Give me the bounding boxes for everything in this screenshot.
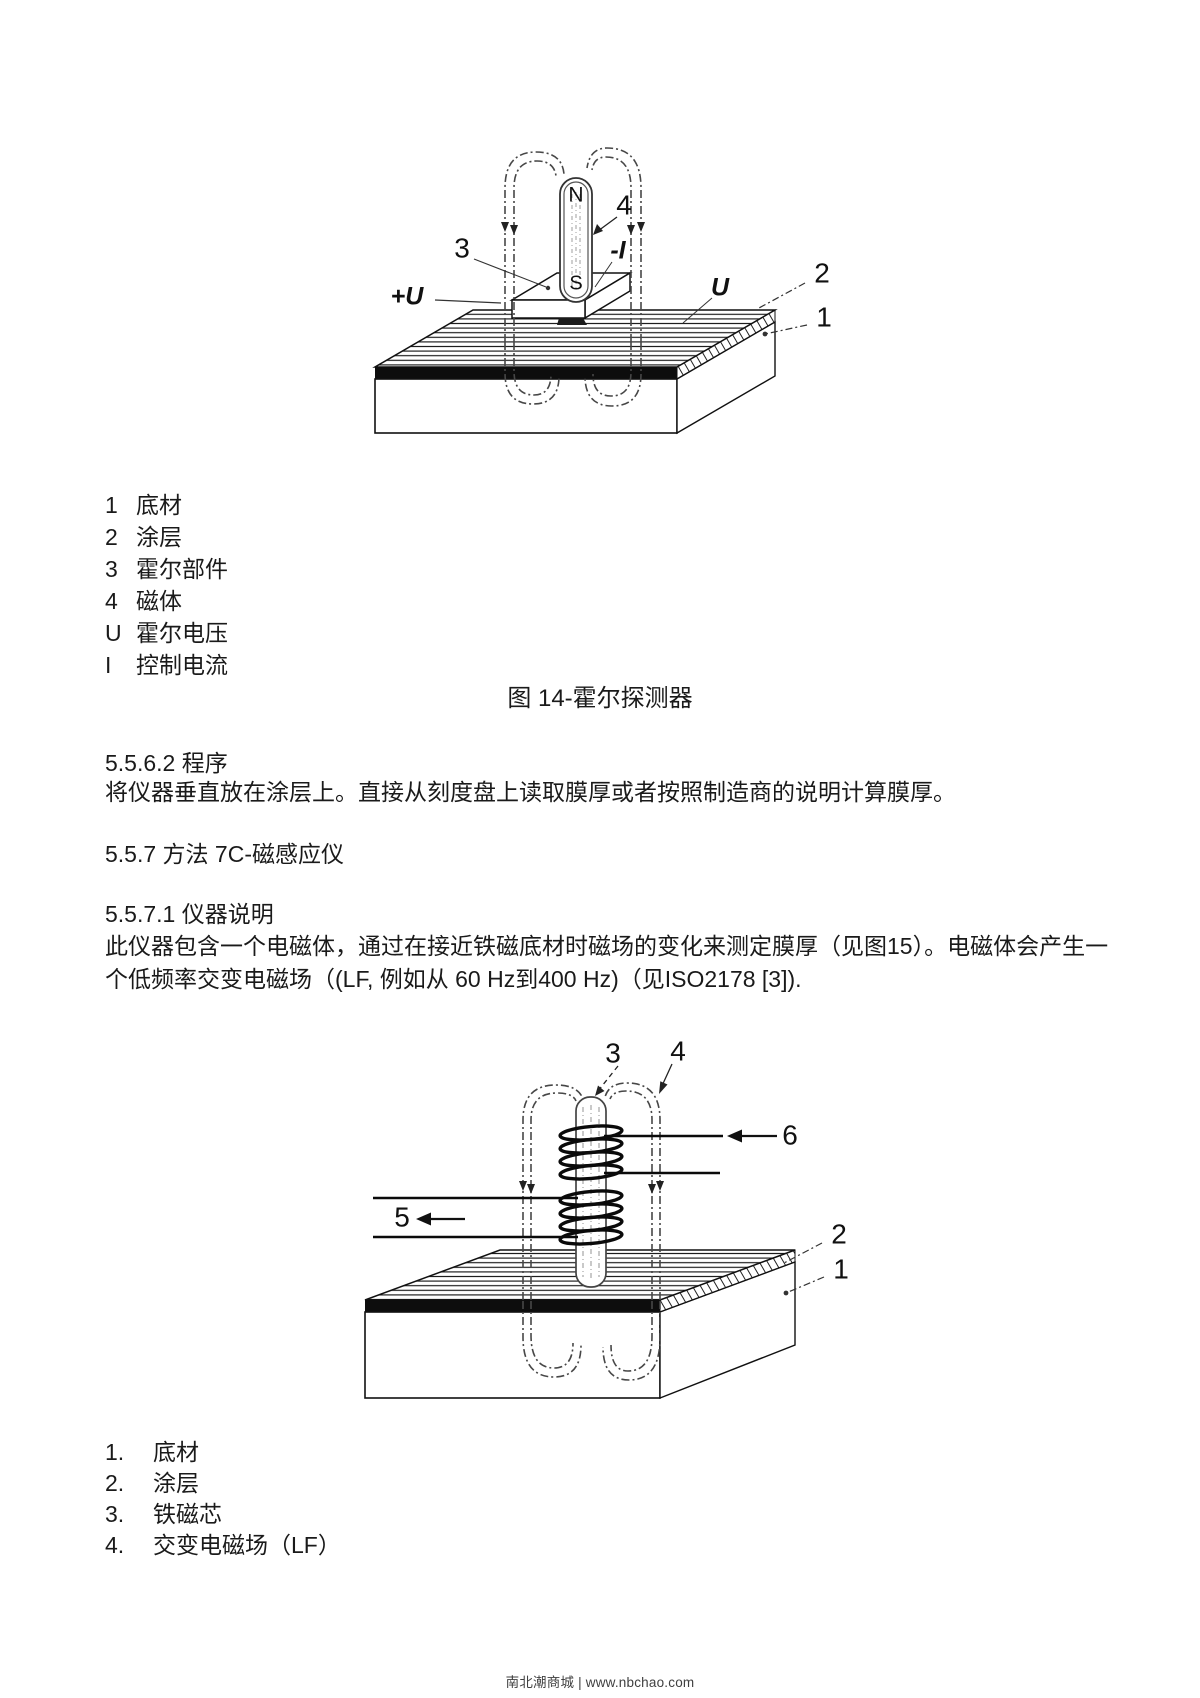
figure-15-legend: 1. 底材 2. 涂层 3. 铁磁芯 4. 交变电磁场（LF） <box>105 1437 341 1561</box>
coating-edge-band <box>375 367 677 379</box>
legend-text: 霍尔部件 <box>136 556 228 582</box>
substrate-box <box>372 309 778 435</box>
bar-magnet: N S <box>559 177 593 303</box>
field-direction-arrows <box>519 1181 664 1194</box>
callout-5-lower-coil: 5 <box>394 1201 410 1232</box>
section-heading-5562: 5.5.6.2 程序 <box>105 750 228 776</box>
field-lines-above-surface <box>522 1082 661 1300</box>
legend-item: 3. 铁磁芯 <box>105 1499 341 1530</box>
callout-voltage-u: U <box>711 274 730 302</box>
legend-key: U <box>105 620 122 646</box>
legend-key: 3 <box>105 556 118 582</box>
callout-3-hall-element: 3 <box>454 232 470 263</box>
legend-text: 控制电流 <box>136 652 228 678</box>
figure-14-callouts: 3 4 -I +U U 2 1 <box>391 189 832 337</box>
legend-item: 2. 涂层 <box>105 1468 341 1499</box>
figure-14-caption: 图 14-霍尔探测器 <box>507 685 693 712</box>
callout-6-upper-coil: 6 <box>782 1119 798 1150</box>
legend-item: U 霍尔电压 <box>105 617 228 649</box>
legend-item: 1 底材 <box>105 489 228 521</box>
legend-key: 3. <box>105 1501 125 1527</box>
section-heading-557: 5.5.7 方法 7C-磁感应仪 <box>105 841 344 867</box>
callout-2-coating: 2 <box>814 257 830 288</box>
legend-text: 涂层 <box>136 524 182 550</box>
legend-key: 1 <box>105 492 118 518</box>
coil-lead-wires <box>373 1134 723 1239</box>
upper-coil <box>558 1124 624 1181</box>
legend-item: 1. 底材 <box>105 1437 341 1468</box>
figure-15-callouts: 3 4 6 5 2 1 <box>394 1035 849 1296</box>
legend-item: 3 霍尔部件 <box>105 553 228 585</box>
legend-key: 4. <box>105 1532 125 1558</box>
callout-1-substrate: 1 <box>816 301 832 332</box>
callout-plus-voltage: +U <box>391 283 425 311</box>
field-lines-above-surface <box>504 147 642 342</box>
figure-15-magnetic-induction-diagram: 3 4 6 5 2 1 <box>364 1035 849 1400</box>
lower-coil <box>558 1189 624 1246</box>
legend-key: 4 <box>105 588 118 614</box>
legend-text: 铁磁芯 <box>153 1501 222 1527</box>
section-heading-5571: 5.5.7.1 仪器说明 <box>105 901 274 927</box>
field-lines-below-surface <box>504 342 642 407</box>
legend-key: I <box>105 652 112 678</box>
field-lines-below-surface <box>522 1301 661 1381</box>
coating-edge-band <box>365 1300 660 1312</box>
legend-text: 霍尔电压 <box>136 620 228 646</box>
callout-4-magnet: 4 <box>616 189 632 220</box>
magnet-contact-shadow <box>557 318 587 325</box>
figure-14-hall-detector-diagram: N S 3 4 -I +U U 2 1 <box>372 147 832 435</box>
legend-text: 底材 <box>153 1439 199 1465</box>
section-body-5571: 此仪器包含一个电磁体，通过在接近铁磁底材时磁场的变化来测定膜厚（见图15）。电磁… <box>105 933 1109 992</box>
callout-3-core: 3 <box>605 1037 621 1068</box>
callout-minus-current: -I <box>610 237 626 265</box>
legend-text: 底材 <box>136 492 182 518</box>
legend-item: 2 涂层 <box>105 521 228 553</box>
legend-text: 交变电磁场（LF） <box>153 1532 341 1558</box>
legend-key: 2. <box>105 1470 125 1496</box>
callout-2-coating: 2 <box>831 1218 847 1249</box>
magnet-north-label: N <box>568 184 583 207</box>
site-footer: 南北潮商城 | www.nbchao.com <box>505 1675 695 1690</box>
legend-item: 4. 交变电磁场（LF） <box>105 1530 341 1561</box>
legend-item: 4 磁体 <box>105 585 228 617</box>
legend-item: I 控制电流 <box>105 649 228 681</box>
legend-key: 1. <box>105 1439 125 1465</box>
legend-text: 涂层 <box>153 1470 199 1496</box>
callout-1-substrate: 1 <box>833 1253 849 1284</box>
figure-14-legend: 1 底材 2 涂层 3 霍尔部件 4 磁体 U 霍尔电压 I 控制电流 <box>105 489 228 681</box>
field-direction-arrows <box>501 222 645 235</box>
legend-text: 磁体 <box>136 588 182 614</box>
legend-key: 2 <box>105 524 118 550</box>
callout-4-field: 4 <box>670 1035 686 1066</box>
magnet-south-label: S <box>569 272 582 294</box>
section-body-5562: 将仪器垂直放在涂层上。直接从刻度盘上读取膜厚或者按照制造商的说明计算膜厚。 <box>105 779 956 805</box>
